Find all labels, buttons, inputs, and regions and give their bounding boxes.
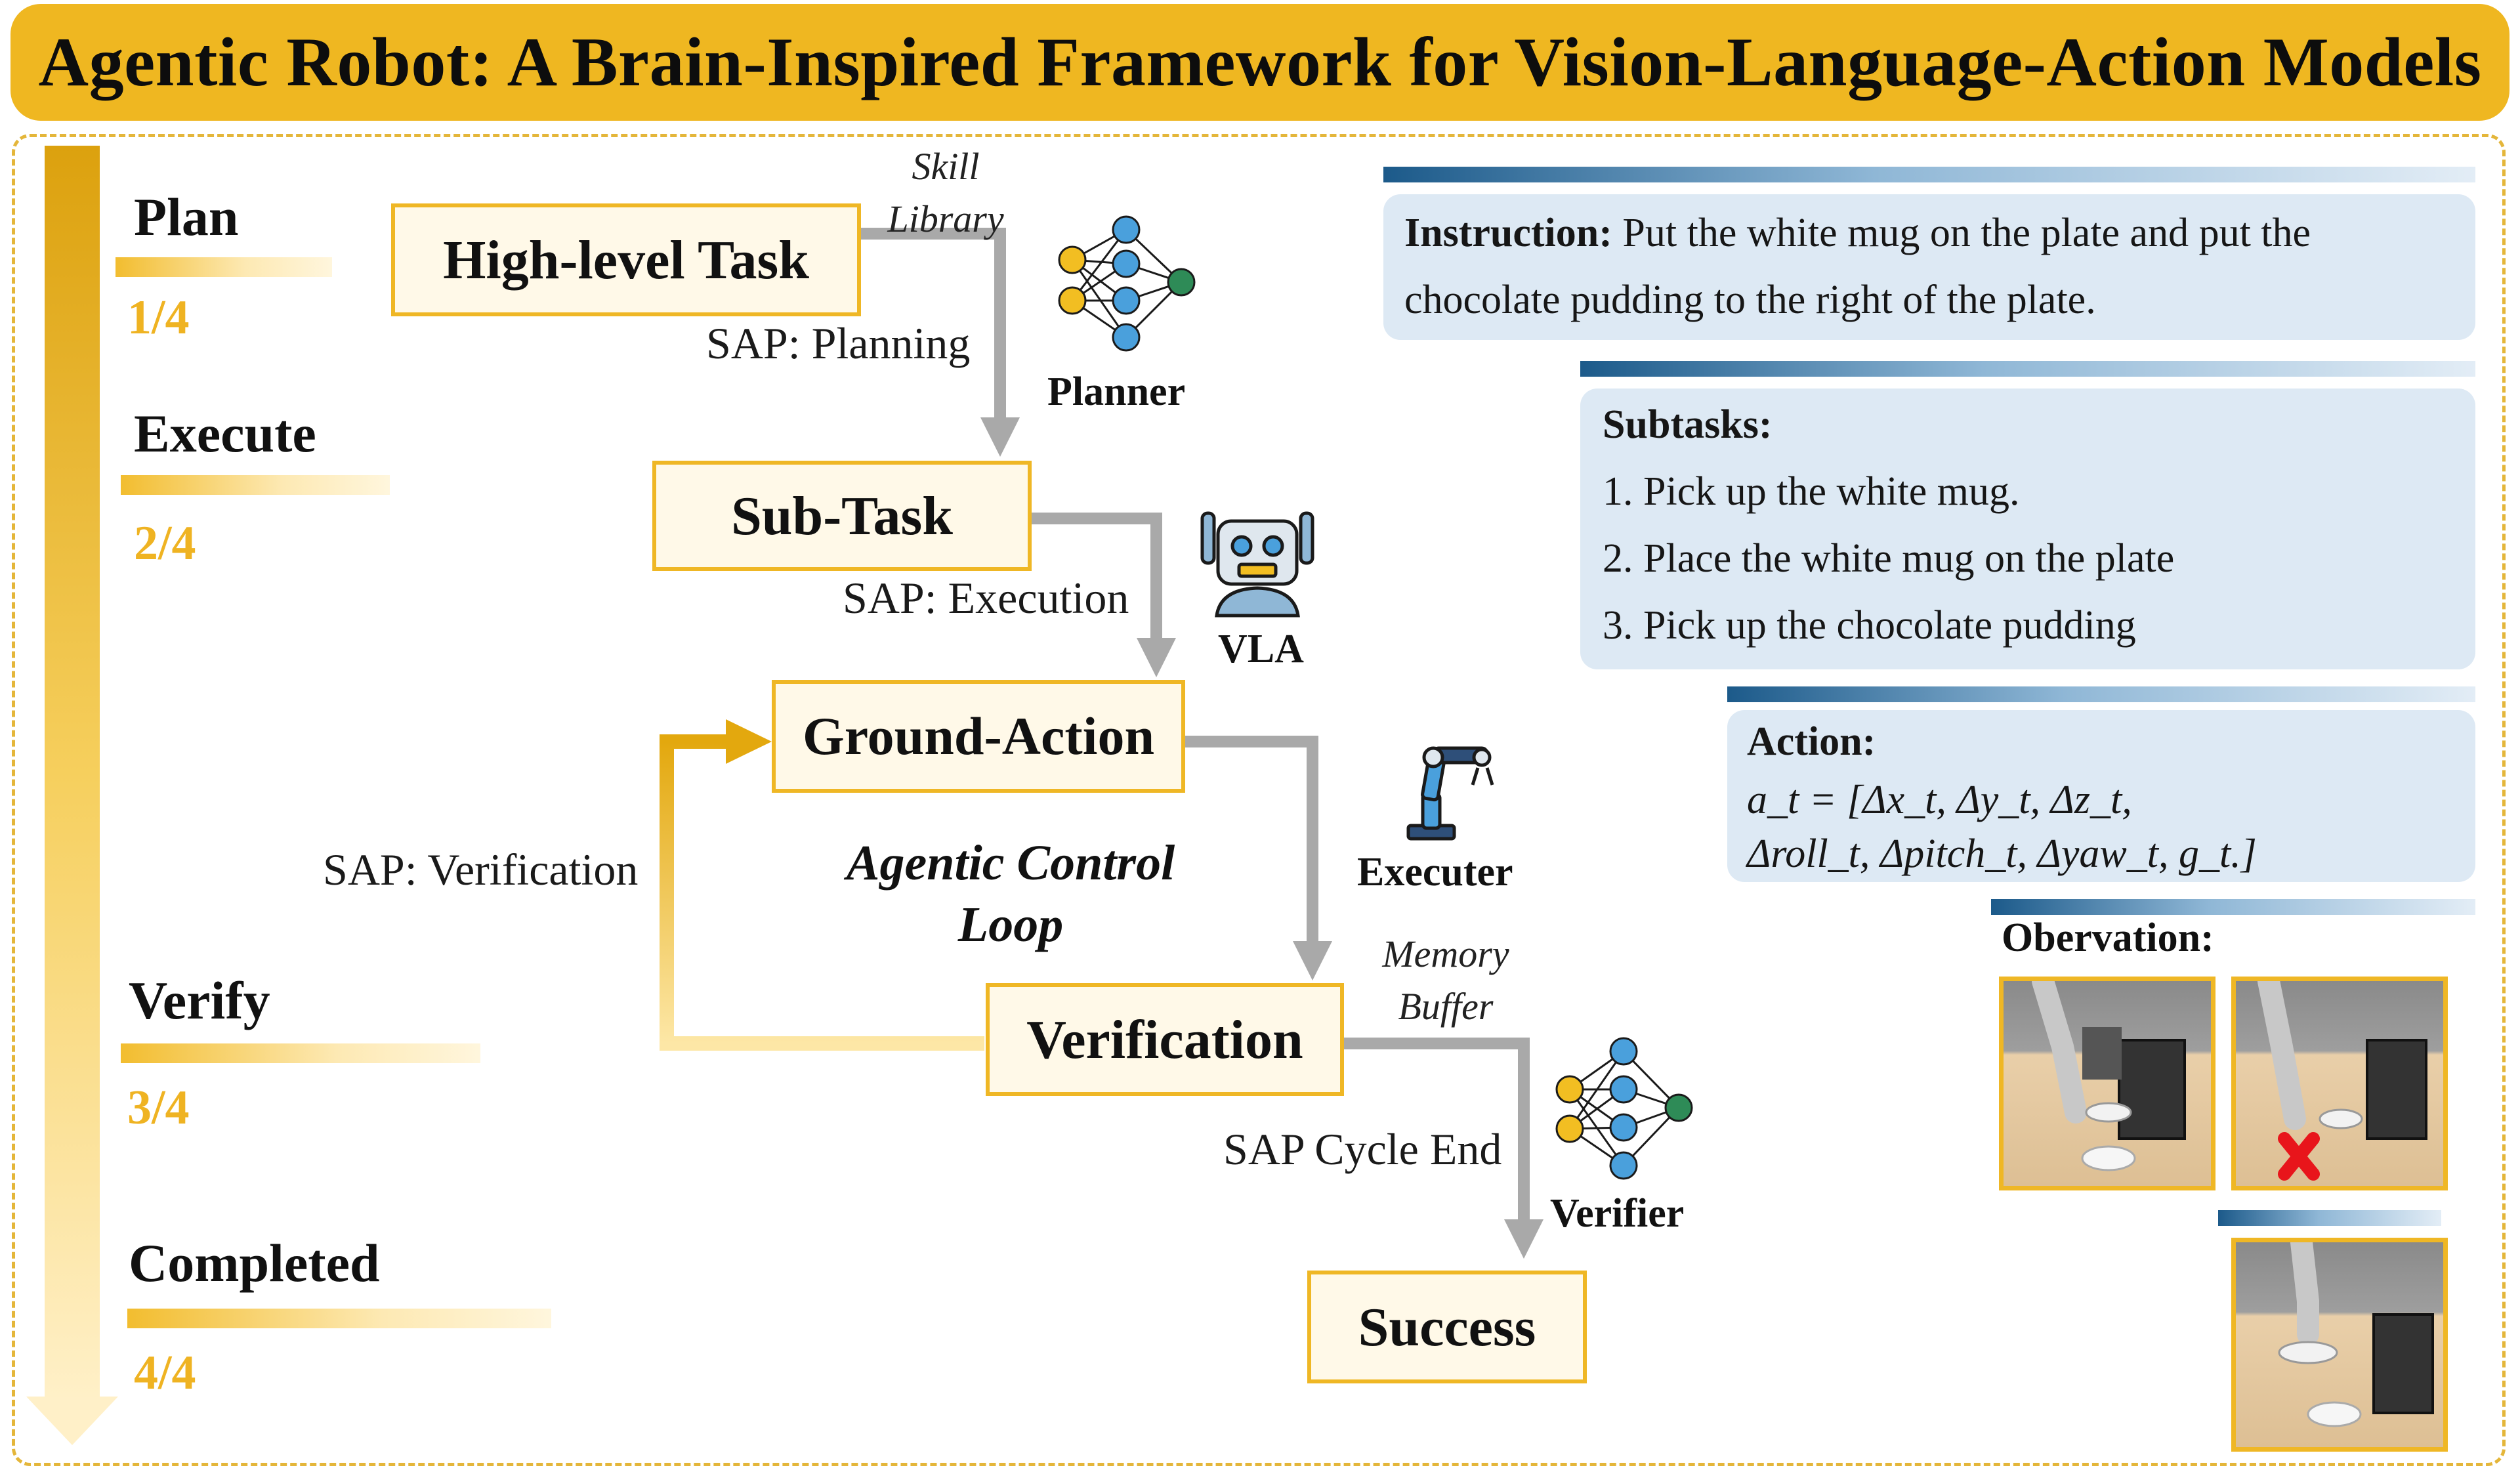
action-vector-line2: Δroll_t, Δpitch_t, Δyaw_t, g_t.] bbox=[1747, 831, 2257, 876]
subtasks-label: Subtasks: bbox=[1603, 402, 1773, 447]
action-panel: Action: a_t = [Δx_t, Δy_t, Δz_t, Δroll_t… bbox=[1727, 710, 2475, 882]
instruction-rule bbox=[1383, 167, 2475, 182]
memory-buffer-note: Memory Buffer bbox=[1382, 933, 1509, 1028]
progress-arrow bbox=[26, 146, 118, 1445]
sap-planning-label: SAP: Planning bbox=[706, 318, 971, 368]
observation-rule-2 bbox=[2218, 1210, 2441, 1226]
stage-bar-plan bbox=[116, 257, 332, 277]
ground-action-box: Ground-Action bbox=[772, 680, 1185, 793]
sub-task-box: Sub-Task bbox=[652, 461, 1032, 571]
planner-label: Planner bbox=[1047, 369, 1186, 414]
verifier-label: Verifier bbox=[1550, 1191, 1685, 1236]
high-level-task-box: High-level Task bbox=[391, 203, 861, 316]
instruction-text: Put the white mug on the plate and put t… bbox=[1404, 211, 2311, 322]
observation-rule bbox=[1991, 899, 2475, 915]
observation-image-3 bbox=[2231, 1238, 2448, 1452]
action-vector-line1: a_t = [Δx_t, Δy_t, Δz_t, bbox=[1747, 778, 2132, 822]
executer-arm-icon bbox=[1406, 746, 1494, 841]
observation-image-1 bbox=[1999, 977, 2216, 1190]
observation-image-2 bbox=[2231, 977, 2448, 1190]
stage-bar-verify bbox=[121, 1043, 480, 1063]
instruction-label: Instruction: bbox=[1404, 211, 1612, 255]
action-label: Action: bbox=[1747, 719, 1876, 764]
gray-flow-lines bbox=[860, 228, 1530, 1222]
subtask-item-2: 2. Place the white mug on the plate bbox=[1603, 536, 2175, 581]
stage-count-verify: 3/4 bbox=[127, 1081, 190, 1135]
content-frame bbox=[12, 134, 2506, 1466]
subtask-item-3: 3. Pick up the chocolate pudding bbox=[1603, 603, 2136, 648]
observation-label: Obervation: bbox=[2002, 915, 2214, 960]
stage-bar-completed bbox=[127, 1309, 551, 1328]
vla-label: VLA bbox=[1218, 627, 1304, 671]
verification-loop-arrow bbox=[660, 719, 984, 1051]
stage-count-plan: 1/4 bbox=[127, 291, 190, 345]
sap-cycle-end-label: SAP Cycle End bbox=[1223, 1124, 1502, 1174]
stage-label-completed: Completed bbox=[129, 1233, 380, 1293]
skill-library-note: Skill Library bbox=[887, 145, 1004, 240]
subtasks-rule bbox=[1580, 361, 2475, 377]
diagram-title: Agentic Robot: A Brain-Inspired Framewor… bbox=[38, 24, 2482, 100]
action-rule bbox=[1727, 686, 2475, 702]
stage-count-completed: 4/4 bbox=[134, 1346, 196, 1400]
stage-count-execute: 2/4 bbox=[134, 516, 196, 570]
stage-label-plan: Plan bbox=[134, 187, 239, 247]
vla-robot-icon bbox=[1200, 511, 1314, 618]
verifier-network-icon bbox=[1555, 1037, 1693, 1180]
agentic-control-loop-label: Agentic Control Loop bbox=[846, 835, 1175, 952]
subtask-item-1: 1. Pick up the white mug. bbox=[1603, 469, 2020, 514]
stage-label-execute: Execute bbox=[134, 404, 316, 463]
planner-network-icon bbox=[1058, 215, 1196, 352]
sap-execution-label: SAP: Execution bbox=[843, 573, 1129, 623]
title-banner: Agentic Robot: A Brain-Inspired Framewor… bbox=[10, 4, 2510, 121]
instruction-panel: Instruction: Put the white mug on the pl… bbox=[1383, 194, 2475, 340]
stage-bar-execute bbox=[121, 475, 390, 495]
success-box: Success bbox=[1307, 1271, 1587, 1383]
gray-arrowheads bbox=[980, 417, 1544, 1259]
failure-cross-icon bbox=[2278, 1132, 2320, 1181]
sap-verification-label: SAP: Verification bbox=[323, 845, 639, 894]
verification-box: Verification bbox=[986, 983, 1344, 1096]
executer-label: Executer bbox=[1357, 850, 1513, 894]
subtasks-panel: Subtasks: 1. Pick up the white mug. 2. P… bbox=[1580, 389, 2475, 669]
stage-label-verify: Verify bbox=[129, 971, 270, 1030]
